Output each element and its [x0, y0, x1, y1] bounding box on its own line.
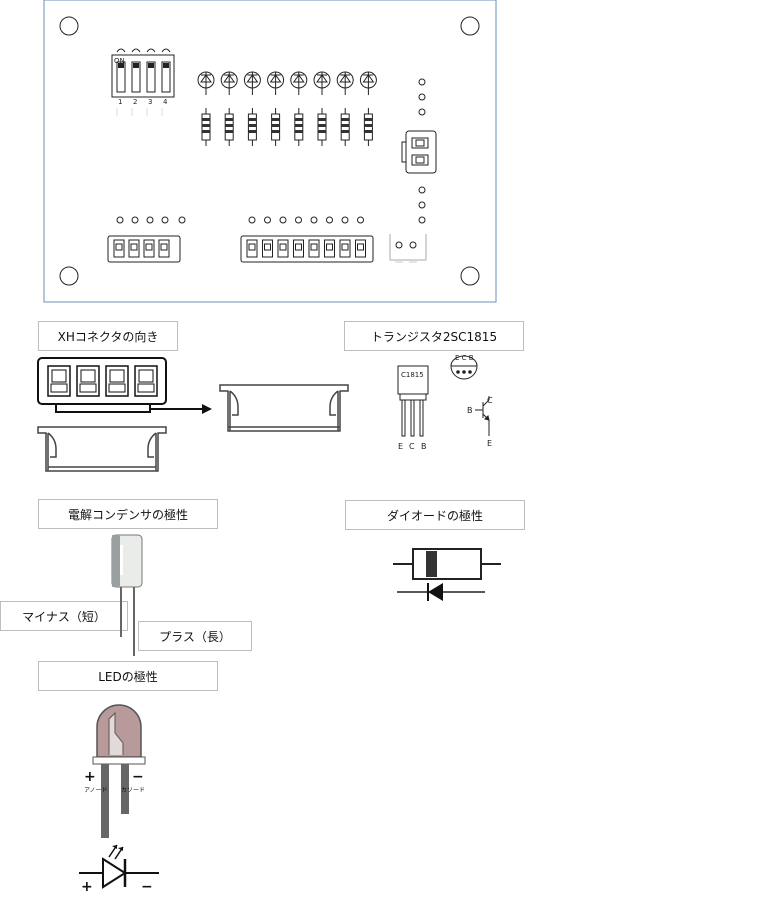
led-footprint	[290, 71, 308, 95]
svg-text:E: E	[487, 439, 492, 448]
diode-symbol-icon	[397, 583, 485, 601]
led-footprint	[359, 71, 377, 95]
resistor-footprint	[201, 108, 211, 146]
svg-text:−: −	[141, 879, 153, 895]
svg-text:+: +	[81, 879, 93, 895]
led-footprint	[220, 71, 238, 95]
resistor-footprint	[317, 108, 327, 146]
transistor-symbol-icon	[475, 396, 490, 436]
dip-on-label: ON	[114, 57, 125, 65]
led-anode-lead	[101, 764, 109, 838]
mounting-hole-icon	[59, 16, 480, 286]
led-symbol-icon	[79, 844, 159, 889]
led-plus: +	[84, 769, 96, 785]
svg-text:2: 2	[133, 98, 137, 106]
resistor-footprints	[201, 108, 373, 146]
led-footprint	[197, 71, 215, 95]
led-minus: −	[132, 769, 144, 785]
header-pins-right	[418, 78, 426, 224]
transistor-top-view-labels: E C B	[455, 354, 474, 362]
led-footprint	[267, 71, 285, 95]
svg-text:C: C	[487, 396, 493, 405]
svg-text:1: 1	[118, 98, 122, 106]
xh-connector-label: XHコネクタの向き	[38, 321, 178, 351]
svg-text:B: B	[467, 406, 473, 415]
xh-connector-diagram	[37, 357, 349, 472]
led-footprint	[313, 71, 331, 95]
xh-8pin-footprint	[240, 216, 374, 263]
electrolytic-cap-diagram	[111, 534, 143, 656]
pcb-silkscreen: ON 1 2 3 4	[43, 0, 497, 303]
electrolytic-cap-label: 電解コンデンサの極性	[38, 499, 218, 529]
resistor-footprint	[247, 108, 257, 146]
led-cathode-lead	[121, 764, 129, 814]
power-terminal-footprint	[389, 234, 427, 263]
svg-text:4: 4	[163, 98, 168, 106]
svg-text:E: E	[398, 442, 403, 451]
diode-diagram	[393, 548, 501, 601]
resistor-footprint	[340, 108, 350, 146]
xh-4pin-footprint	[107, 216, 186, 263]
diode-label: ダイオードの極性	[345, 500, 525, 530]
svg-text:カソード: カソード	[121, 787, 145, 794]
diode-cathode-band	[426, 551, 437, 577]
arrow-right-icon	[150, 404, 212, 414]
svg-text:B: B	[421, 442, 427, 451]
transistor-label: トランジスタ2SC1815	[344, 321, 524, 351]
led-footprint	[243, 71, 261, 95]
transistor-diagram: C1815 E C B E C B B C E	[397, 354, 493, 451]
resistor-footprint	[224, 108, 234, 146]
svg-text:C: C	[409, 442, 415, 451]
led-label: LEDの極性	[38, 661, 218, 691]
cap-minus-label: マイナス（短）	[0, 601, 128, 631]
led-footprints	[197, 71, 377, 95]
resistor-footprint	[363, 108, 373, 146]
transistor-marking: C1815	[401, 371, 424, 379]
resistor-footprint	[294, 108, 304, 146]
resistor-footprint	[271, 108, 281, 146]
led-footprint	[336, 71, 354, 95]
xh-2pin-footprint	[401, 130, 437, 174]
svg-text:3: 3	[148, 98, 152, 106]
svg-text:アノード: アノード	[84, 787, 107, 794]
led-diagram: + − アノード カソード + −	[79, 704, 159, 895]
dip-switch: ON 1 2 3 4	[111, 48, 175, 116]
cap-plus-label: プラス（長）	[138, 621, 252, 651]
